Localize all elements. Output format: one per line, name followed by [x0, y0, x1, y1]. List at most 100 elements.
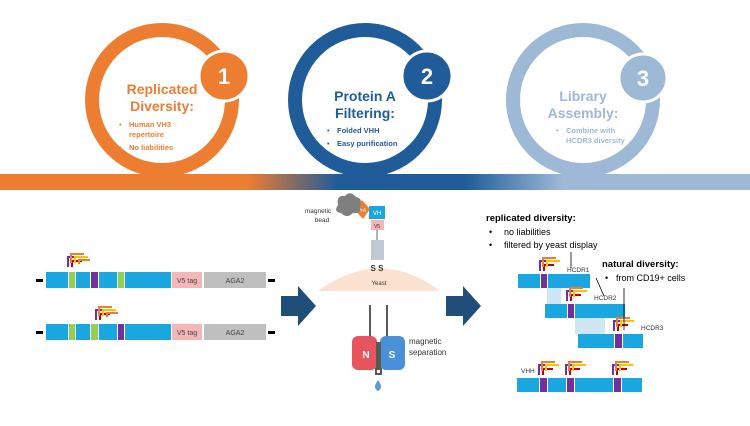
hcdr1-segment	[540, 378, 547, 392]
step-2-title-line2: Filtering:	[335, 105, 395, 121]
hcdr2-segment	[567, 378, 574, 392]
replicated-bullet-1: no liabilities	[504, 227, 551, 237]
framework-segment	[575, 378, 613, 392]
framework-segment	[125, 272, 171, 288]
step-1-bullet-2: No liabilities	[129, 143, 173, 152]
framework-segment	[517, 378, 539, 392]
hcdr3-label: HCDR3	[641, 325, 664, 332]
assembly-text: replicated diversity: • no liabilities •…	[486, 213, 686, 283]
construct-1: V5 tag AGA2	[36, 253, 275, 288]
framework-segment	[545, 304, 567, 318]
v5-tag-label: V5 tag	[177, 330, 197, 337]
v5-tag-segment	[172, 324, 202, 340]
step-3-bullet-1: Combine with	[566, 126, 616, 135]
framework-segment	[125, 324, 171, 340]
step-3-bullet-dot: •	[556, 126, 559, 135]
protein-a-label: PrA	[358, 208, 367, 214]
framework-segment	[575, 304, 625, 318]
framework-segment	[623, 334, 643, 348]
diversity-icon	[565, 361, 586, 375]
v5-tag-box	[371, 220, 384, 230]
disulfide-label: S S	[371, 264, 385, 273]
magnet-n-label: N	[362, 350, 369, 361]
step-3-bullet-1-cont: HCDR3 diversity	[566, 136, 626, 145]
cdr-segment	[118, 272, 124, 288]
v5-tag-segment	[172, 272, 202, 288]
replicated-bullet-2: filtered by yeast display	[504, 240, 598, 250]
natural-bullet-1: from CD19+ cells	[616, 273, 686, 283]
cdr-segment	[91, 324, 98, 340]
framework-segment	[548, 378, 566, 392]
bullet-dot: •	[605, 273, 608, 283]
step-3-badge	[617, 52, 669, 104]
step-2: 2 Protein A Filtering: • Folded VHH • Ea…	[288, 23, 454, 177]
aga2-label: AGA2	[226, 278, 245, 285]
hcdr3-segment	[614, 378, 621, 392]
aga2-segment	[204, 272, 266, 288]
step-2-bullet-1: Folded VHH	[337, 126, 380, 135]
aga2-segment	[204, 324, 266, 340]
flow-arrow-1	[281, 286, 316, 326]
step-1-number: 1	[218, 64, 230, 89]
step-2-number: 2	[421, 64, 433, 89]
hcdr2-segment	[568, 304, 574, 318]
replicated-title: replicated diversity:	[486, 213, 576, 224]
hcdr2-label: HCDR2	[594, 295, 617, 302]
vh-domain	[369, 206, 385, 219]
framework-segment	[578, 334, 614, 348]
cdr-segment	[91, 272, 98, 288]
step-2-bullet-dot: •	[327, 139, 330, 148]
separation-label-line2: separation	[409, 348, 446, 357]
construct-end-cap	[268, 279, 275, 282]
flow-arrow-2	[446, 286, 481, 326]
natural-title: natural diversity:	[602, 259, 679, 270]
diversity-icon	[613, 317, 634, 331]
step-2-badge	[400, 49, 454, 103]
framework-segment	[76, 324, 90, 340]
step-2-bullet-dot: •	[327, 126, 330, 135]
overlap-region	[547, 288, 561, 304]
step-1-title-line2: Diversity:	[130, 98, 194, 114]
magnet-south	[380, 336, 405, 370]
diversity-icon	[67, 253, 90, 267]
diversity-icon	[612, 361, 633, 375]
eluate-droplet	[375, 380, 381, 391]
yeast-display: Yeast S S V5 VH PrA magnetic bead	[305, 193, 440, 291]
step-3-title-line1: Library	[559, 88, 607, 104]
step-3-title-line2: Assembly:	[548, 105, 619, 121]
framework-segment	[548, 274, 590, 288]
step-3: 3 Library Assembly: • Combine with HCDR3…	[506, 23, 669, 177]
yeast-cell	[318, 268, 440, 291]
step-1-bullet-dot: •	[119, 120, 122, 129]
framework-segment	[622, 378, 642, 392]
hcdr1-label: HCDR1	[567, 267, 590, 274]
step-2-bullet-2: Easy purification	[337, 139, 398, 148]
construct-end-cap	[268, 331, 275, 334]
v5-tag-box-label: V5	[374, 224, 380, 230]
diversity-icon	[538, 361, 559, 375]
overlap-region	[575, 318, 605, 334]
step-2-title-line1: Protein A	[334, 88, 396, 104]
framework-segment	[99, 324, 117, 340]
step-1-bullet-1: Human VH3	[129, 120, 171, 129]
diversity-icon	[95, 306, 118, 320]
diversity-icon	[539, 257, 560, 271]
magnetic-separation: N S magnetic separation	[352, 305, 446, 391]
construct-end-cap	[36, 331, 43, 334]
framework-segment	[46, 324, 68, 340]
step-1: 1 Replicated Diversity: • Human VH3 repe…	[85, 23, 251, 177]
vh-label: VH	[373, 211, 381, 217]
hcdr3-segment	[615, 334, 622, 348]
bead-label-line1: magnetic	[305, 208, 332, 215]
yeast-label: Yeast	[372, 281, 387, 287]
step-1-badge	[197, 49, 251, 103]
magnetic-bead	[336, 193, 361, 216]
step-1-bullet-1-cont: repertoire	[129, 130, 164, 139]
framework-segment	[99, 272, 117, 288]
hcdr1-segment	[541, 274, 547, 288]
cdr-segment	[118, 324, 124, 340]
hcdr-assembly: HCDR1 HCDR2 HCDR3	[518, 252, 664, 348]
column-tip	[376, 342, 381, 370]
